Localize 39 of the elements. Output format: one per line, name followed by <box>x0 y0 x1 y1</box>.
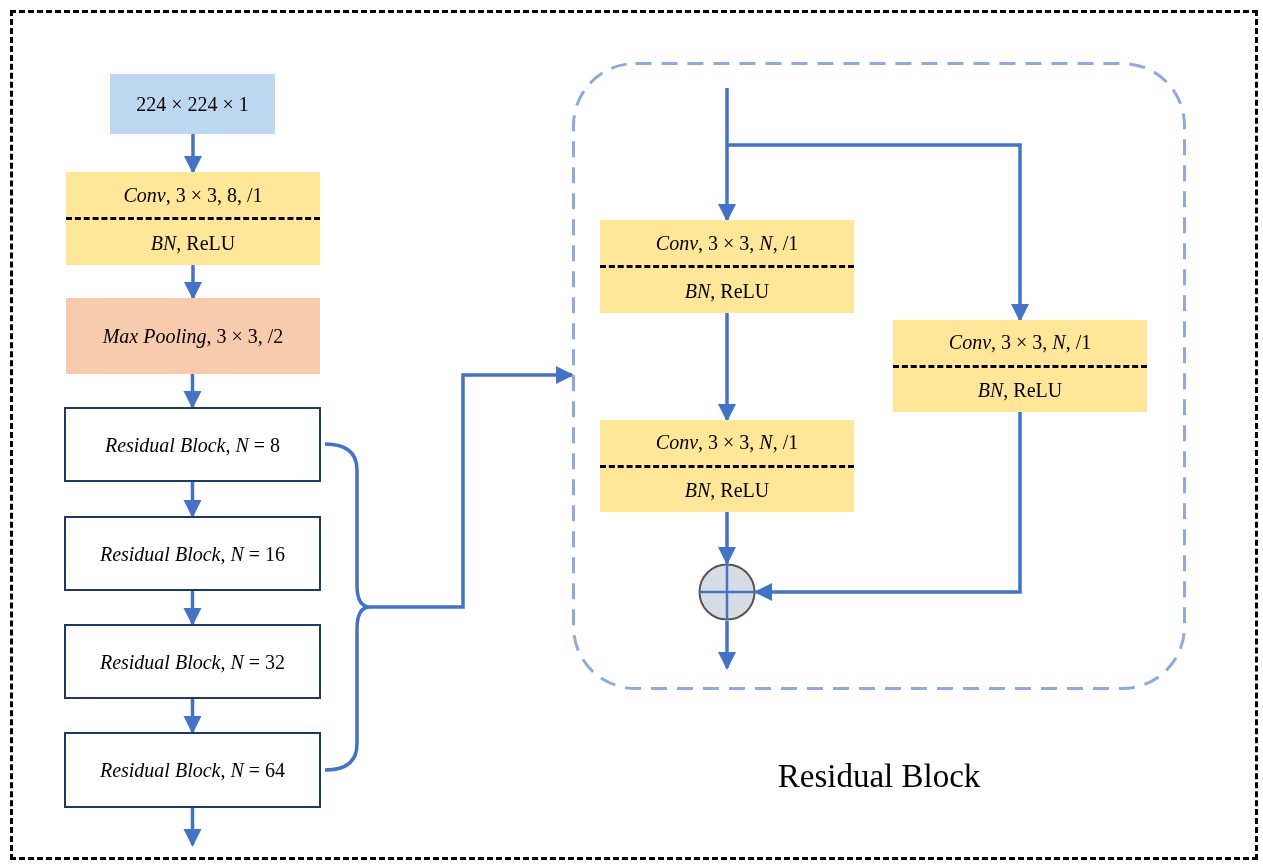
arrow <box>183 482 202 518</box>
arrow <box>718 88 736 222</box>
layer-label: Conv, 3 × 3, N, /1 <box>655 430 799 456</box>
layer-label: Residual Block, N = 8 <box>104 432 281 458</box>
arrow <box>370 366 574 609</box>
layer-label: BN, ReLU <box>684 477 770 503</box>
arrow <box>183 808 202 847</box>
layer-box <box>66 298 320 374</box>
layer-box <box>64 624 321 699</box>
layer-box <box>893 320 1147 412</box>
layer-box <box>66 172 320 265</box>
layer-label: BN, ReLU <box>684 278 770 304</box>
arrow <box>727 143 1029 322</box>
layer-label: Conv, 3 × 3, N, /1 <box>948 330 1092 356</box>
arrow <box>183 374 202 409</box>
layer-label: Residual Block, N = 64 <box>99 758 286 783</box>
arrow <box>718 621 736 670</box>
layer-box <box>110 74 275 134</box>
arrow <box>718 313 736 422</box>
arrow <box>184 134 202 174</box>
layer-label: Residual Block, N = 32 <box>99 649 286 675</box>
region-title: Residual Block <box>776 760 982 793</box>
layer-label: 224 × 224 × 1 <box>136 92 249 117</box>
layer-label: Conv, 3 × 3, 8, /1 <box>123 182 263 208</box>
arrow <box>183 591 202 626</box>
layer-label: Residual Block, N = 16 <box>99 541 286 567</box>
layer-box <box>64 516 321 591</box>
layer-box <box>600 220 854 313</box>
layer-box <box>64 732 321 808</box>
layer-label: BN, ReLU <box>150 230 236 256</box>
arrow <box>754 412 1022 601</box>
layer-box <box>64 407 321 482</box>
arrow <box>184 265 202 300</box>
arrow <box>718 512 736 565</box>
layer-label: Max Pooling, 3 × 3, /2 <box>102 324 284 350</box>
layer-label: BN, ReLU <box>977 377 1063 403</box>
layer-label: Conv, 3 × 3, N, /1 <box>655 230 799 256</box>
arrow <box>183 699 202 734</box>
layer-box <box>600 420 854 512</box>
